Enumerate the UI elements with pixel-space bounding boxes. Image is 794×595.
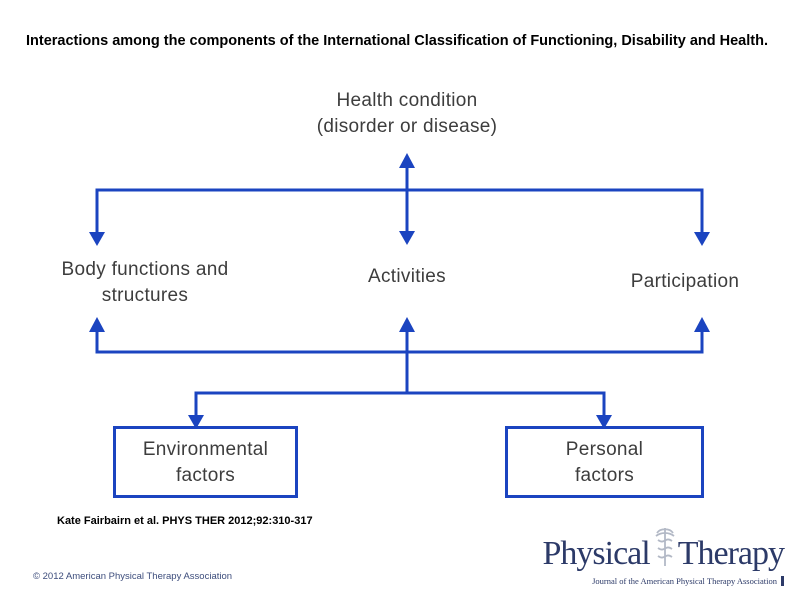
node-environmental-factors: Environmental factors [113, 426, 298, 498]
logo-word-physical: Physical [542, 535, 651, 572]
environmental-factors-line2: factors [175, 465, 236, 486]
node-health-condition: Health condition (disorder or disease) [282, 88, 532, 140]
logo-wordmark: Physical Therapy [529, 522, 785, 572]
logo-word-therapy: Therapy [677, 535, 785, 572]
body-functions-line1: Body functions and [61, 259, 229, 280]
node-activities: Activities [368, 266, 446, 287]
health-condition-line2: (disorder or disease) [316, 116, 498, 137]
personal-factors-line1: Personal [565, 439, 644, 460]
journal-logo: Physical Therapy Journal of the American… [529, 522, 785, 589]
node-body-functions: Body functions and structures [35, 257, 255, 309]
figure-title: Interactions among the components of the… [26, 33, 768, 49]
copyright: © 2012 American Physical Therapy Associa… [33, 571, 233, 582]
node-participation: Participation [630, 271, 740, 292]
citation: Kate Fairbairn et al. PHYS THER 2012;92:… [57, 515, 313, 527]
body-functions-line2: structures [101, 285, 189, 306]
node-personal-factors: Personal factors [505, 426, 704, 498]
environmental-factors-line1: Environmental [142, 439, 269, 460]
health-condition-line1: Health condition [336, 90, 478, 111]
logo-tagline: Journal of the American Physical Therapy… [592, 576, 784, 586]
personal-factors-line2: factors [574, 465, 635, 486]
caduceus-icon [654, 526, 676, 575]
